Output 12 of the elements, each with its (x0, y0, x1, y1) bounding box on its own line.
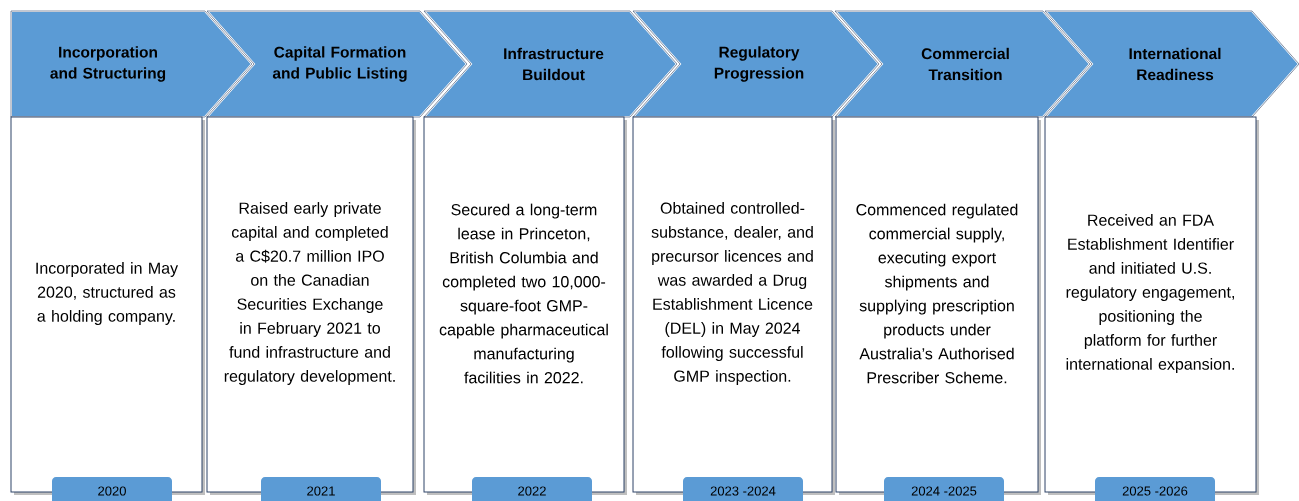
year-tab: 2024 -2025 (884, 477, 1004, 501)
stage-banner: Commercial Transition (832, 10, 1092, 118)
year-tab: 2021 (261, 477, 381, 501)
stage-banner: Regulatory Progression (630, 10, 881, 118)
stage-banner: International Readiness (1042, 10, 1299, 118)
stage-banner: Infrastructure Buildout (421, 10, 679, 118)
year-tab: 2022 (472, 477, 592, 501)
year-tab: 2025 -2026 (1095, 477, 1215, 501)
year-tab: 2023 -2024 (683, 477, 803, 501)
node-label: International Readiness (1129, 47, 1221, 81)
year-tab: 2020 (52, 477, 172, 501)
stage-banner: Incorporation and Structuring (10, 10, 254, 118)
